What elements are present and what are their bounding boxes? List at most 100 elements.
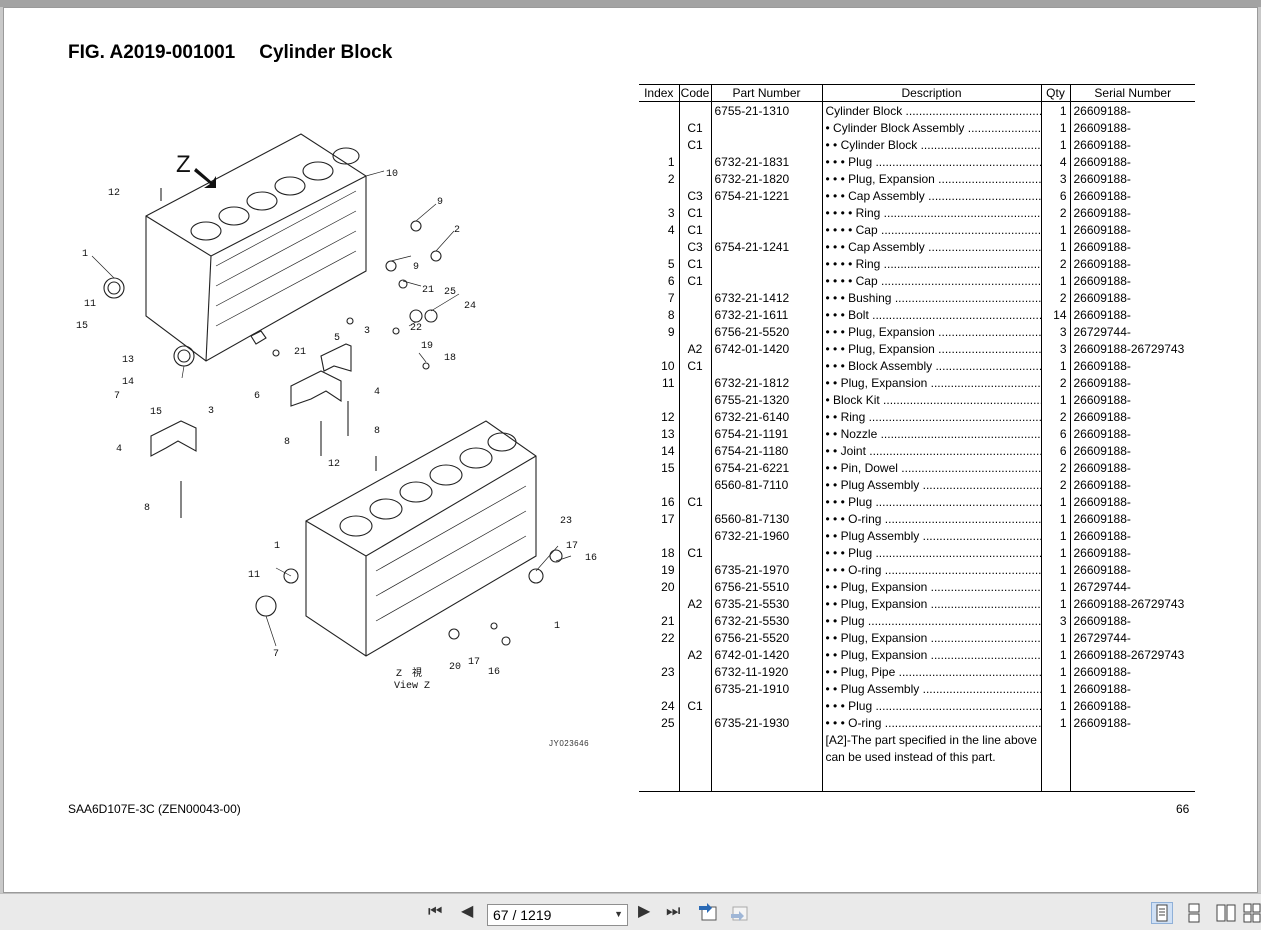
cell-desc: • • Plug, Expansion ....................… [821, 578, 1041, 595]
callout-8: 8 [284, 437, 290, 448]
cell-qty: 1 [1040, 493, 1070, 510]
cell-desc: • • • Plug .............................… [821, 493, 1041, 510]
cell-code: C1 [678, 544, 711, 561]
cell-qty: 1 [1040, 714, 1070, 731]
cell-qty: 6 [1040, 442, 1070, 459]
cell-serial: 26609188- [1069, 527, 1195, 544]
callout-4: 4 [116, 444, 122, 455]
leader-dots: ........................................… [883, 392, 1041, 407]
cell-pn [710, 119, 822, 136]
cell-code [678, 153, 711, 170]
cell-pn: 6560-81-7110 [710, 476, 822, 493]
callout-4: 4 [374, 387, 380, 398]
table-row: C1• • Cylinder Block ...................… [639, 136, 1195, 153]
cell-qty: 1 [1040, 663, 1070, 680]
cell-serial: 26609188- [1069, 663, 1195, 680]
cell-index [639, 595, 679, 612]
page-number-select[interactable]: 67 / 1219 ▼ [487, 904, 628, 926]
first-page-icon[interactable]: ⏮ [428, 903, 443, 920]
cell-serial: 26609188- [1069, 170, 1195, 187]
header-index: Index [639, 84, 679, 102]
cell-serial: 26609188- [1069, 187, 1195, 204]
callout-16: 16 [488, 667, 500, 678]
header-serial-number: Serial Number [1069, 84, 1195, 102]
cell-index: 17 [661, 511, 675, 526]
cell-code [678, 391, 711, 408]
callout-19: 19 [421, 341, 433, 352]
cell-code [678, 374, 711, 391]
view-arrow-icon [194, 168, 216, 188]
cell-index [639, 136, 679, 153]
leader-dots: ........................................… [928, 188, 1041, 203]
callout-21: 21 [294, 347, 306, 358]
cell-qty: 3 [1040, 323, 1070, 340]
cell-desc: • • • • Cap ............................… [821, 272, 1041, 289]
cell-qty: 1 [1040, 391, 1070, 408]
callout-1: 1 [554, 621, 560, 632]
callout-9: 9 [437, 197, 443, 208]
cell-serial: 26609188- [1069, 680, 1195, 697]
cell-pn [710, 272, 822, 289]
leader-dots: ........................................… [938, 341, 1041, 356]
cell-desc: • • • Plug .............................… [821, 153, 1041, 170]
cell-desc: • • • Plug, Expansion ..................… [821, 340, 1041, 357]
callout-3: 3 [208, 406, 214, 417]
cell-pn: 6755-21-1320 [710, 391, 822, 408]
cell-pn: 6754-21-1221 [710, 187, 822, 204]
previous-view-icon[interactable] [697, 902, 719, 922]
single-page-icon[interactable] [1151, 902, 1173, 924]
view-label-jp: Z 視 [396, 666, 422, 680]
leader-dots: ........................................… [875, 698, 1041, 713]
cell-pn [710, 255, 822, 272]
cell-index: 2 [667, 171, 675, 186]
cell-code: C1 [678, 255, 711, 272]
next-view-icon[interactable] [728, 902, 750, 922]
table-header-row: Index Code Part Number Description Qty S… [639, 84, 1195, 102]
continuous-facing-icon[interactable] [1243, 903, 1261, 923]
leader-dots: ........................................… [922, 477, 1041, 492]
callout-14: 14 [122, 377, 134, 388]
cell-pn: 6754-21-1180 [710, 442, 822, 459]
leader-dots: ........................................… [868, 409, 1041, 424]
upper-block-outline [145, 133, 367, 362]
continuous-icon[interactable] [1184, 903, 1204, 923]
callout-24: 24 [464, 301, 476, 312]
chevron-down-icon[interactable]: ▼ [614, 909, 623, 919]
leader-dots: ........................................… [884, 562, 1041, 577]
last-page-icon[interactable]: ⏭ [666, 903, 681, 920]
callout-23: 23 [560, 516, 572, 527]
cell-code [678, 459, 711, 476]
cell-code [678, 476, 711, 493]
cell-qty: 1 [1040, 119, 1070, 136]
cell-code [678, 289, 711, 306]
cell-code [678, 714, 711, 731]
cell-desc: • • • O-ring ...........................… [821, 714, 1041, 731]
leader-dots: ........................................… [935, 358, 1041, 373]
cell-pn: 6742-01-1420 [710, 340, 822, 357]
cell-pn: 6756-21-5520 [710, 629, 822, 646]
cell-index: 4 [667, 222, 675, 237]
leader-dots: ........................................… [872, 307, 1041, 322]
previous-page-icon[interactable]: ◀ [461, 903, 474, 920]
cell-serial: 26609188- [1069, 408, 1195, 425]
cell-serial: 26609188- [1069, 391, 1195, 408]
callout-12: 12 [108, 188, 120, 199]
next-page-icon[interactable]: ▶ [638, 903, 651, 920]
cell-code [678, 170, 711, 187]
cell-index: 5 [667, 256, 675, 271]
cell-index: 18 [661, 545, 675, 560]
callout-15: 15 [150, 407, 162, 418]
cell-pn: 6754-21-6221 [710, 459, 822, 476]
cell-qty: 1 [1040, 510, 1070, 527]
cell-index: 24 [661, 698, 675, 713]
cell-pn: 6735-21-5530 [710, 595, 822, 612]
leader-dots: ........................................… [920, 137, 1041, 152]
facing-icon[interactable] [1215, 903, 1237, 923]
cell-desc: • • • Bolt .............................… [821, 306, 1041, 323]
cell-index [639, 238, 679, 255]
drawing-code: JY023646 [549, 739, 590, 748]
